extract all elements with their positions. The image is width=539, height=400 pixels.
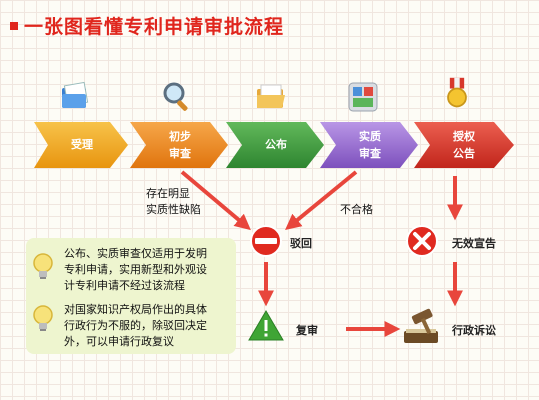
node-reject: 驳回 — [290, 237, 312, 250]
open-folder-icon — [257, 84, 285, 108]
lightbulb-icon — [33, 253, 53, 279]
step-label-3: 公布 — [265, 138, 287, 151]
page-title: 一张图看懂专利申请审批流程 — [24, 16, 285, 38]
warning-triangle-icon — [248, 310, 284, 341]
note-unqualified: 不合格 — [340, 203, 373, 216]
step-label-4: 实质审查 — [359, 130, 381, 160]
toolbox-icon — [348, 82, 378, 112]
step-chevron-1 — [34, 122, 128, 168]
arrow-substantive-to-reject — [285, 170, 358, 231]
step-chevron-5 — [414, 122, 514, 168]
info-box — [26, 238, 236, 354]
node-invalid-declaration: 无效宣告 — [452, 237, 496, 250]
info-text-1: 公布、实质审查仅适用于发明 专利申请，实用新型和外观设 计专利申请不经过该流程 — [64, 247, 207, 292]
reject-icon — [250, 225, 282, 257]
medal-icon — [447, 77, 467, 108]
magnifier-icon — [163, 82, 188, 111]
step-chevron-2 — [130, 122, 228, 168]
document-folder-icon — [62, 81, 89, 108]
step-label-5: 授权公告 — [453, 130, 475, 160]
arrow-prelim-to-reject — [180, 170, 251, 231]
node-review: 复审 — [296, 324, 318, 337]
invalid-x-icon — [406, 225, 438, 257]
note-obvious-defect: 存在明显 实质性缺陷 — [146, 187, 201, 216]
gavel-book-icon — [404, 308, 438, 343]
info-text-2: 对国家知识产权局作出的具体 行政行为不服的，除驳回决定 外，可以申请行政复议 — [64, 303, 207, 348]
title-bullet — [10, 22, 18, 30]
step-chevron-4 — [320, 122, 418, 168]
step-label-2: 初步审查 — [169, 130, 191, 160]
step-chevron-3 — [226, 122, 324, 168]
node-admin-litigation: 行政诉讼 — [452, 324, 496, 337]
step-label-1: 受理 — [71, 138, 93, 151]
lightbulb-icon — [33, 305, 53, 331]
